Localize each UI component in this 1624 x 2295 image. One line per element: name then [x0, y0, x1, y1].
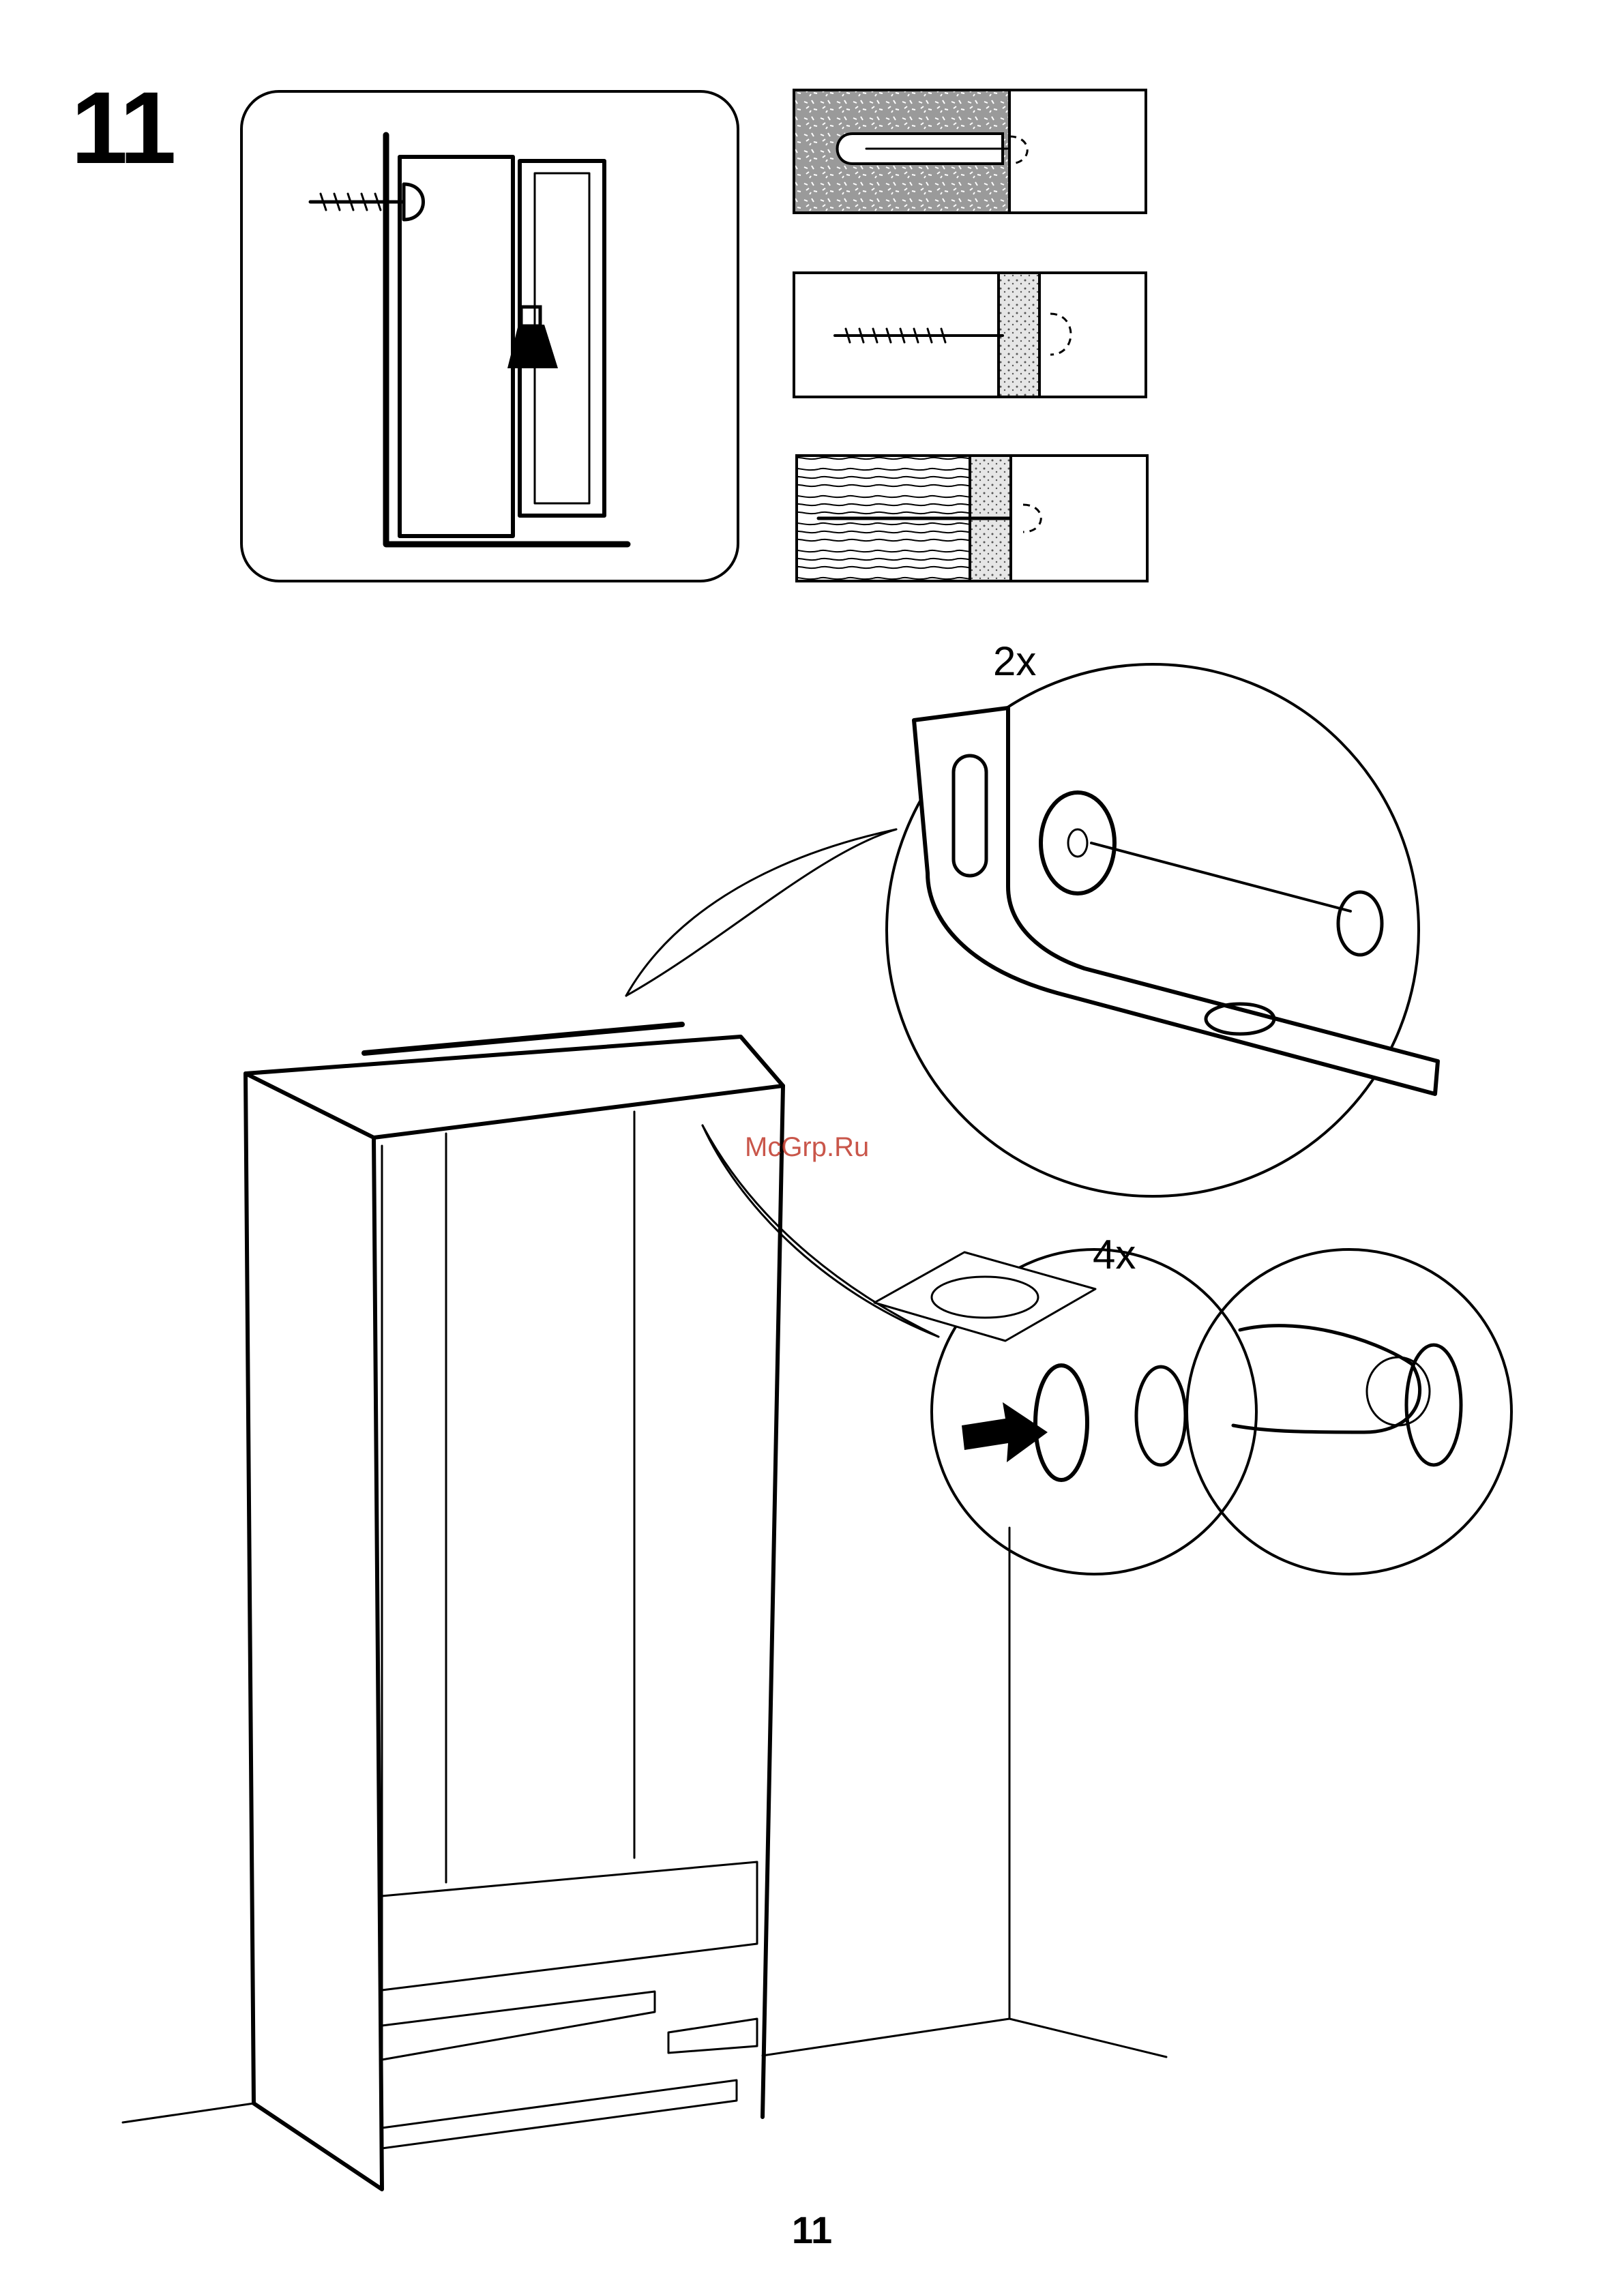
cover-cap-icon — [1035, 1365, 1185, 1480]
screw-icon — [310, 184, 424, 220]
page-number: 11 — [0, 2211, 1624, 2249]
tip-over-inset — [241, 91, 738, 581]
bracket-detail — [626, 664, 1438, 1196]
weight-icon — [507, 307, 558, 368]
caps-quantity-label: 4x — [1093, 1234, 1136, 1275]
brackets-quantity-label: 2x — [993, 641, 1036, 682]
wall-type-plasterboard — [794, 273, 1146, 397]
wall-bracket-icon — [914, 708, 1438, 1094]
wall-type-wood — [797, 456, 1147, 581]
thumb-press-icon — [1233, 1326, 1461, 1465]
wall-type-concrete — [794, 90, 1146, 213]
wardrobe — [123, 1024, 1166, 2189]
watermark: McGrp.Ru — [745, 1132, 869, 1163]
